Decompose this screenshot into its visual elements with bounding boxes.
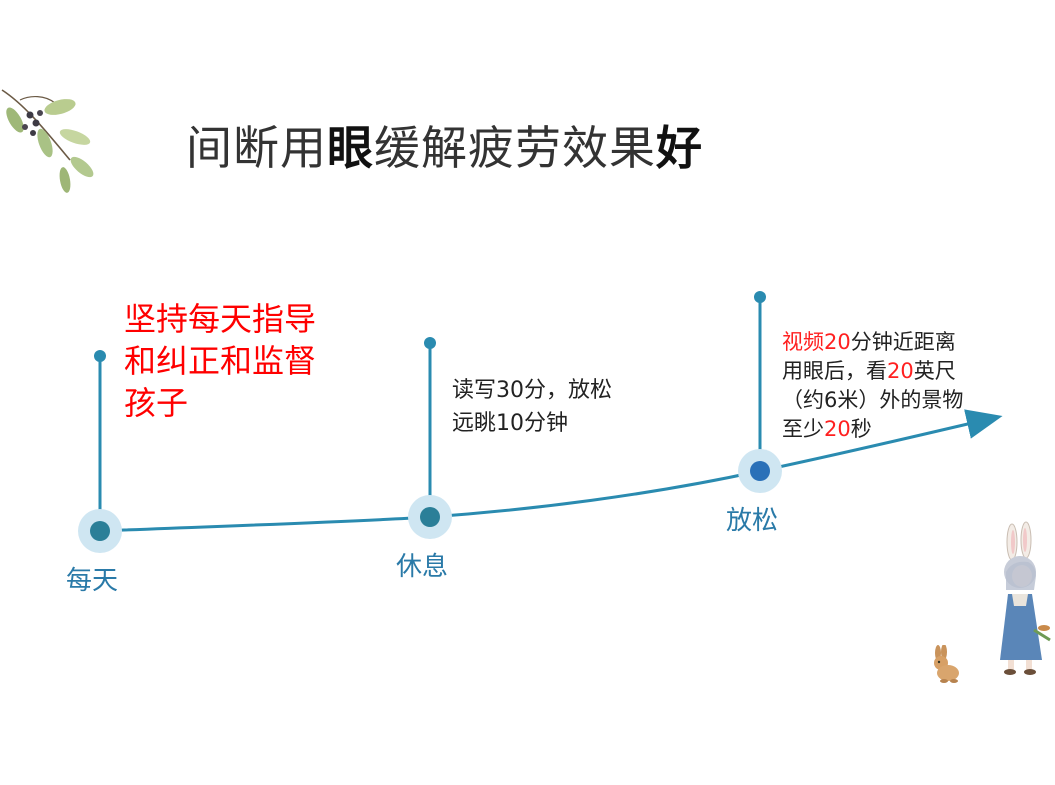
note-relax-line: 至少20秒 (782, 415, 963, 444)
note-daily: 坚持每天指导 和纠正和监督 孩子 (124, 298, 316, 424)
note-relax: 视频20分钟近距离 用眼后，看20英尺 （约6米）外的景物 至少20秒 (782, 328, 963, 444)
note-relax-line: 用眼后，看20英尺 (782, 357, 963, 386)
note-relax-seg: 20 (887, 359, 914, 383)
note-relax-seg: 英尺 (914, 359, 956, 383)
note-relax-seg: 视频 (782, 330, 824, 354)
node-label-daily: 每天 (66, 560, 118, 597)
note-rest-line: 读写30分，放松 (452, 374, 612, 407)
rabbit-icon (926, 645, 962, 685)
note-relax-seg: 至少 (782, 417, 824, 441)
note-daily-line: 孩子 (124, 382, 316, 424)
note-relax-seg: 用眼后，看 (782, 359, 887, 383)
note-daily-line: 和纠正和监督 (124, 340, 316, 382)
node-label-rest: 休息 (396, 546, 448, 583)
note-relax-seg: （约6米）外的景物 (782, 388, 963, 412)
note-rest-line: 远眺10分钟 (452, 407, 612, 440)
note-relax-seg: 20 (824, 417, 851, 441)
node-label-relax: 放松 (726, 500, 778, 537)
girl-with-bunny-ears-illustration (990, 520, 1052, 680)
stem-relax-dot (754, 291, 766, 303)
note-relax-seg: 秒 (851, 417, 872, 441)
note-relax-seg: 20 (824, 330, 851, 354)
note-rest: 读写30分，放松 远眺10分钟 (452, 374, 612, 440)
note-relax-line: 视频20分钟近距离 (782, 328, 963, 357)
note-relax-seg: 分钟近距离 (851, 330, 956, 354)
note-relax-line: （约6米）外的景物 (782, 386, 963, 415)
stem-rest-dot (424, 337, 436, 349)
stem-daily-dot (94, 350, 106, 362)
node-rest-inner (420, 507, 440, 527)
node-relax-inner (750, 461, 770, 481)
note-daily-line: 坚持每天指导 (124, 298, 316, 340)
node-daily-inner (90, 521, 110, 541)
